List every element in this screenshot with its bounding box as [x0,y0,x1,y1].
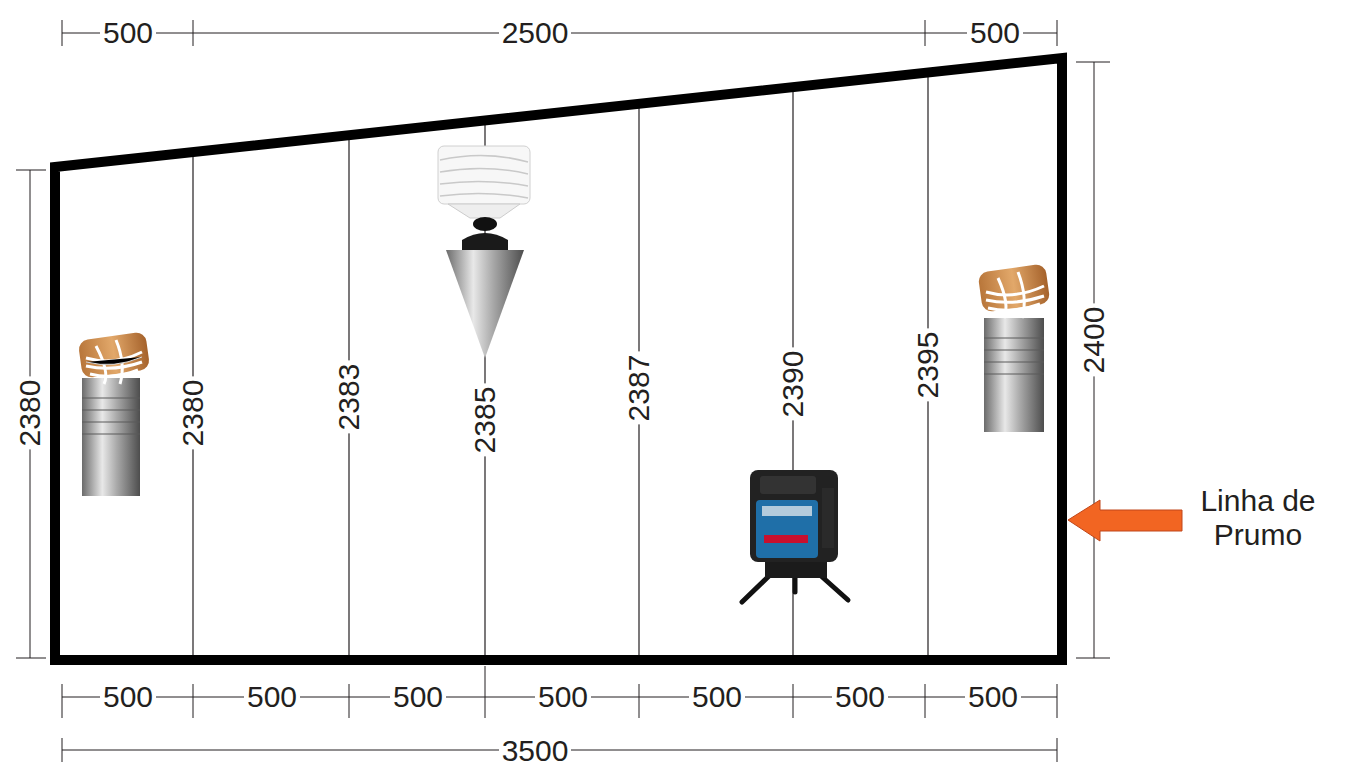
dimension-label: 500 [689,681,745,713]
dimension-label: 500 [832,681,888,713]
dimension-label: 3500 [499,735,572,767]
dimension-label: 500 [244,681,300,713]
cylinder-plumb [78,331,151,496]
dimension-label: 500 [100,681,156,713]
dimension-label: 2385 [469,384,501,457]
dimension-label: 2500 [499,17,572,49]
dimension-label: 500 [390,681,446,713]
dimension-label: 2390 [777,348,809,421]
dimension-label: 2380 [14,377,46,450]
cylinder-plumb [978,263,1051,432]
dimension-label: 500 [965,681,1021,713]
height-lines [193,72,928,656]
dimension-label: 500 [100,17,156,49]
plumb-bob [438,146,530,358]
dimension-label: 500 [967,17,1023,49]
dimension-label: 2380 [177,377,209,450]
dimension-label: 2400 [1078,304,1110,377]
pointer-arrow [1068,500,1182,541]
dimension-lines [16,20,1110,762]
laser-level [742,470,848,602]
callout-label: Linha de Prumo [1180,483,1336,554]
dimension-label: 2395 [912,329,944,402]
dimension-label: 2387 [623,352,655,425]
dimension-label: 500 [535,681,591,713]
wall-outline [55,58,1062,660]
dimension-label: 2383 [333,361,365,434]
